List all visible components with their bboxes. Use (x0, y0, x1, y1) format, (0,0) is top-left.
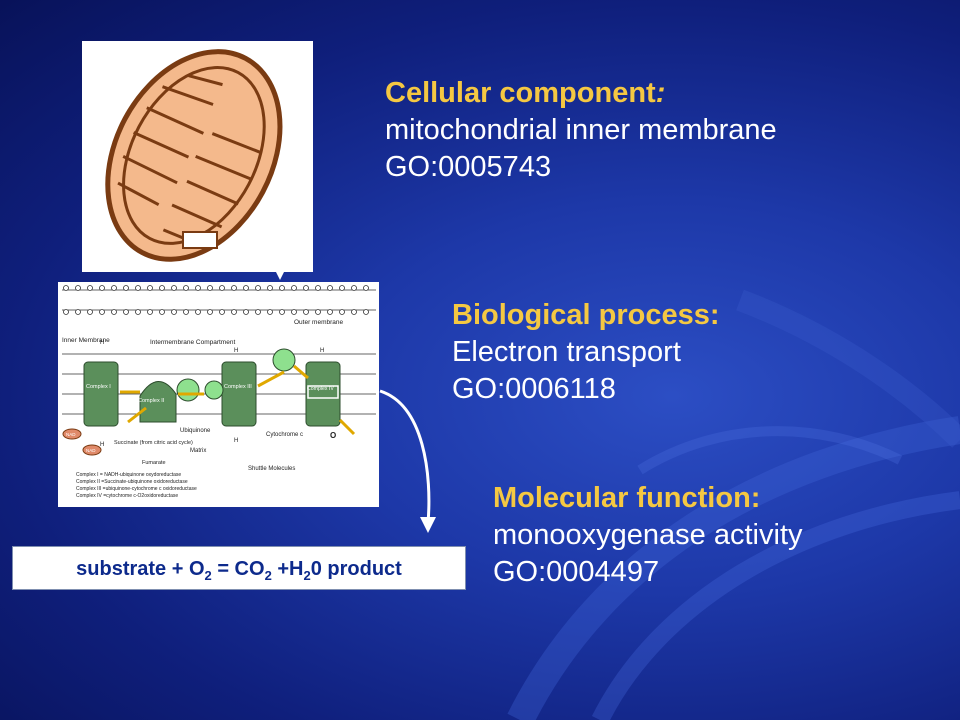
biological-process-block: Biological process: Electron transport G… (452, 297, 720, 408)
svg-text:NAD: NAD (66, 432, 76, 437)
svg-text:Complex III =ubiquinone-cytoc: Complex III =ubiquinone-cytochrome c oxi… (76, 486, 197, 492)
svg-text:Ubiquinone: Ubiquinone (180, 428, 211, 434)
reaction-equation: substrate + O2 = CO2 +H20 product (12, 546, 466, 590)
molecular-function-heading: Molecular function: (493, 482, 761, 514)
svg-text:NAD: NAD (86, 448, 96, 453)
svg-text:Matrix: Matrix (190, 448, 206, 454)
svg-text:Inner Membrane: Inner Membrane (62, 337, 110, 344)
biological-process-heading: Biological process: (452, 299, 720, 331)
svg-text:Complex IV =cytochrome c-O2ox: Complex IV =cytochrome c-O2oxidoreductas… (76, 493, 178, 499)
svg-text:H: H (100, 340, 104, 346)
svg-text:H: H (234, 348, 238, 354)
svg-text:H: H (320, 348, 324, 354)
svg-text:Complex II =Succinate-ubiqui: Complex II =Succinate-ubiquinone oxidore… (76, 479, 188, 485)
svg-text:Intermembrane Compartment: Intermembrane Compartment (150, 339, 235, 346)
svg-text:Shuttle Molecules: Shuttle Molecules (248, 466, 295, 472)
svg-text:Outer membrane: Outer membrane (294, 319, 344, 326)
svg-text:O: O (330, 431, 336, 440)
molecular-function-id: GO:0004497 (493, 556, 660, 588)
cellular-component-block: Cellular component: mitochondrial inner … (385, 75, 777, 186)
cellular-component-term: mitochondrial inner membrane (385, 114, 777, 146)
mitochondrion-image (82, 41, 313, 272)
curved-arrow (379, 389, 436, 533)
svg-text:Complex III: Complex III (224, 384, 252, 390)
svg-text:Complex II: Complex II (138, 398, 165, 404)
svg-text:H: H (234, 438, 238, 444)
electron-transport-diagram: Inner Membrane Intermembrane Compartment… (58, 282, 379, 507)
biological-process-id: GO:0006118 (452, 373, 616, 405)
svg-text:Fumarate: Fumarate (142, 460, 166, 466)
cellular-component-id: GO:0005743 (385, 151, 552, 183)
molecular-function-block: Molecular function: monooxygenase activi… (493, 480, 803, 591)
svg-text:Cytochrome c: Cytochrome c (266, 432, 303, 438)
cellular-component-heading: Cellular component (385, 77, 656, 109)
svg-text:Complex I = NADH-ubiquinone: Complex I = NADH-ubiquinone oxydoreducta… (76, 472, 181, 478)
callout-pointer (274, 268, 286, 280)
svg-text:Complex IV: Complex IV (307, 386, 334, 392)
molecular-function-term: monooxygenase activity (493, 519, 803, 551)
svg-text:Succinate (from citric acid cy: Succinate (from citric acid cycle) (114, 440, 193, 446)
svg-text:Complex I: Complex I (86, 384, 111, 390)
svg-text:H: H (100, 442, 104, 448)
biological-process-term: Electron transport (452, 336, 681, 368)
